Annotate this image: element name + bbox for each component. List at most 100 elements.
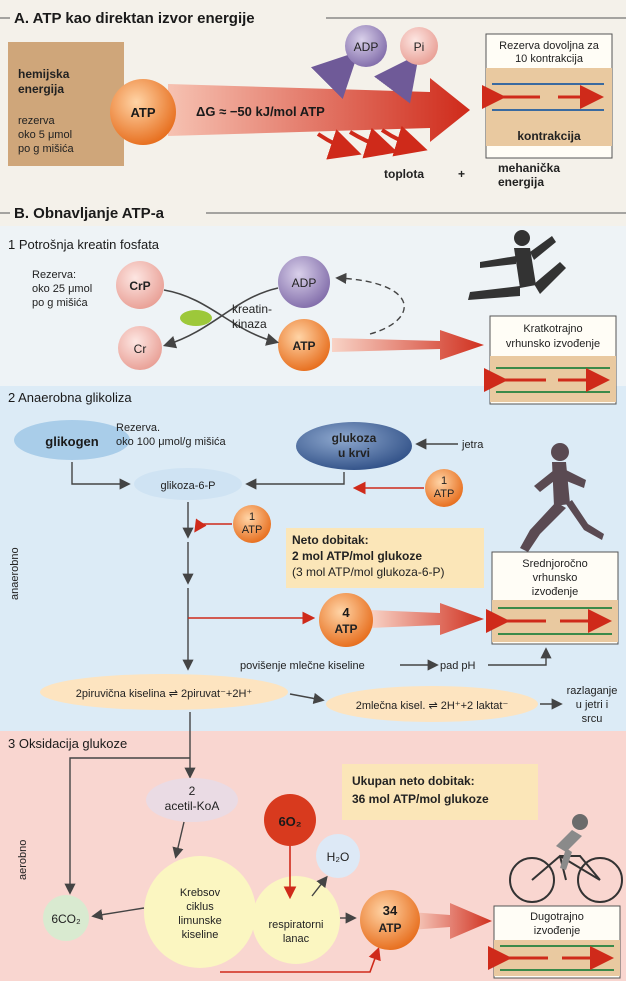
box-a-top-2: 10 kontrakcija (515, 53, 584, 65)
step2-result-2: vrhunsko (533, 572, 578, 584)
blood-glucose-node (296, 422, 412, 470)
step3-title: 3 Oksidacija glukoze (8, 736, 127, 751)
step1-title: 1 Potrošnja kreatin fosfata (8, 237, 160, 252)
adp-label-a: ADP (354, 40, 379, 54)
glycogen-reserve-2: oko 100 μmol/g mišića (116, 436, 227, 448)
atp-molecule-a (110, 79, 176, 145)
atp-produced-glycolysis (319, 593, 373, 647)
delta-g-label: ΔG ≈ −50 kJ/mol ATP (196, 104, 325, 119)
mechanical-energy-2: energija (498, 175, 544, 189)
pi-molecule-a (400, 27, 438, 65)
cr-label: Cr (134, 342, 147, 356)
atp-label-a: ATP (130, 105, 155, 120)
pyruvate-node (40, 674, 288, 710)
cyclist-icon (509, 814, 623, 903)
crp-reserve-2: oko 25 μmol (32, 283, 92, 295)
breakdown-3: srcu (582, 713, 603, 725)
step2-result-3: izvođenje (532, 586, 578, 598)
atp34-num: 34 (383, 903, 398, 918)
water-molecule (316, 834, 360, 878)
enzyme-label-2: kinaza (232, 317, 267, 331)
resp-chain-2: lanac (283, 933, 310, 945)
oxygen-label: 6O₂ (278, 814, 301, 829)
lactate-label: 2mlečna kisel. ⇌ 2H⁺+2 laktat⁻ (356, 700, 509, 712)
step3-result-2: izvođenje (534, 925, 580, 937)
adp-arrow (310, 51, 359, 100)
g6p-label: glikoza-6-P (160, 480, 215, 492)
step1-result-2: vrhunsko izvođenje (506, 338, 600, 350)
blood-glucose-2: u krvi (338, 446, 370, 460)
pyruvate-label: 2piruvična kiselina ⇌ 2piruvat⁻+2H⁺ (76, 688, 253, 700)
plus-sign: + (458, 167, 465, 181)
atp-consumed-2-label: ATP (242, 524, 263, 536)
krebs-3: limunske (178, 915, 221, 927)
atp-produced-num: 4 (342, 605, 350, 620)
step3-result-1: Dugotrajno (530, 911, 584, 923)
running-athlete-icon (520, 443, 604, 552)
heat-arrow-1 (316, 129, 362, 160)
total-gain-2: 36 mol ATP/mol glukoze (352, 792, 489, 806)
cr-molecule (118, 326, 162, 370)
pi-label-a: Pi (414, 40, 425, 54)
step2-title: 2 Anaerobna glikoliza (8, 390, 132, 405)
g6p-node (134, 468, 242, 500)
chem-energy-label-2: energija (18, 82, 64, 96)
lactate-node (326, 686, 538, 722)
chem-energy-label-1: hemijska (18, 67, 70, 81)
atp-produced-oxidation (360, 890, 420, 950)
contraction-label: kontrakcija (517, 129, 581, 143)
adp-label-b1: ADP (292, 276, 317, 290)
crp-molecule (116, 261, 164, 309)
krebs-1: Krebsov (180, 887, 221, 899)
heat-arrow-2 (348, 127, 398, 159)
atp-reserve-3: po g mišića (18, 143, 75, 155)
step1-result-1: Kratkotrajno (523, 323, 582, 335)
atp-produced-label: ATP (334, 622, 357, 636)
krebs-cycle (144, 856, 256, 968)
crp-reserve-1: Rezerva: (32, 269, 76, 281)
breakdown-2: u jetri i (576, 699, 608, 711)
atp-molecule-b1 (278, 319, 330, 371)
blood-glucose-1: glukoza (332, 431, 377, 445)
anaerobic-side-label: anaerobno (9, 547, 21, 600)
atp-consumed-2-num: 1 (249, 511, 255, 523)
lactic-rise-label: povišenje mlečne kiseline (240, 660, 365, 672)
net-gain-box (286, 528, 484, 588)
total-gain-box (342, 764, 538, 820)
water-label: H₂O (327, 850, 350, 864)
box-a-top-1: Rezerva dovoljna za (499, 40, 600, 52)
atp-consumed-1-label: ATP (434, 488, 455, 500)
ph-drop-label: pad pH (440, 660, 476, 672)
pi-arrow (374, 53, 419, 104)
crp-label: CrP (129, 279, 150, 293)
atp-consumed-1-num: 1 (441, 475, 447, 487)
acetyl-coa-2: acetil-KoA (165, 799, 220, 813)
krebs-2: ciklus (186, 901, 214, 913)
enzyme-label-1: kreatin- (232, 302, 272, 316)
acetyl-coa-node (146, 778, 238, 822)
net-gain-1: Neto dobitak: (292, 533, 369, 547)
glycogen-node (14, 420, 130, 460)
glycogen-label: glikogen (45, 434, 99, 449)
adp-molecule-b1 (278, 256, 330, 308)
atp-reserve-1: rezerva (18, 115, 56, 127)
co2-label: 6CO₂ (51, 912, 81, 926)
aerobic-side-label: aerobno (17, 840, 29, 880)
net-gain-2: 2 mol ATP/mol glukoze (292, 549, 422, 563)
atp-reserve-2: oko 5 μmol (18, 129, 72, 141)
net-gain-3: (3 mol ATP/mol glukoza-6-P) (292, 565, 445, 579)
breakdown-1: razlaganje (567, 685, 618, 697)
total-gain-1: Ukupan neto dobitak: (352, 774, 475, 788)
krebs-4: kiseline (182, 929, 219, 941)
atp34-label: ATP (378, 921, 401, 935)
mechanical-energy-1: mehanička (498, 161, 560, 175)
crp-reserve-3: po g mišića (32, 297, 89, 309)
glycogen-reserve-1: Rezerva. (116, 422, 160, 434)
heat-arrow-3 (380, 125, 428, 157)
atp-label-b1: ATP (292, 339, 315, 353)
step2-arrow (370, 603, 484, 635)
step2-result-1: Srednjoročno (522, 558, 587, 570)
jumping-athlete-icon (468, 230, 566, 300)
